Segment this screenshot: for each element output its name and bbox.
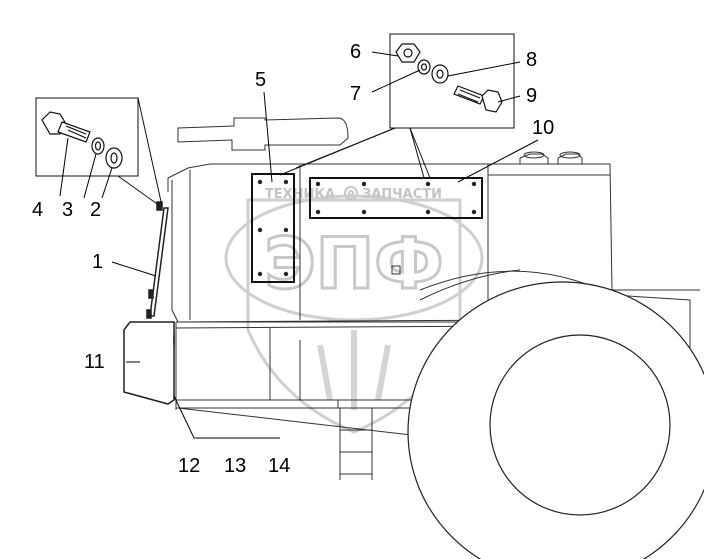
detail-box-right xyxy=(279,33,515,179)
nut-icon-part-6 xyxy=(395,43,421,63)
rim xyxy=(489,334,671,516)
callout-5: 5 xyxy=(255,69,267,91)
watermark-gear-icon xyxy=(344,186,358,200)
flat-washer-icon-part-2 xyxy=(105,147,123,169)
callout-7: 7 xyxy=(350,83,362,105)
leader-lines xyxy=(59,51,539,439)
callout-13: 13 xyxy=(224,455,247,477)
callout-4: 4 xyxy=(32,199,44,221)
callout-8: 8 xyxy=(526,49,538,71)
callout-12: 12 xyxy=(178,455,201,477)
watermark-text-right: ЗАПЧАСТИ xyxy=(362,187,442,202)
exhaust-pipe xyxy=(177,117,349,151)
front-panel xyxy=(171,180,610,323)
flat-washer-icon-part-8 xyxy=(431,64,449,84)
callout-3: 3 xyxy=(62,199,74,221)
battery-box-part-11 xyxy=(123,321,175,405)
roof-vents xyxy=(519,151,583,164)
bolt-icon-part-4 xyxy=(41,111,91,143)
callout-9: 9 xyxy=(526,85,538,107)
callout-1: 1 xyxy=(92,251,104,273)
detail-box-left xyxy=(35,97,163,207)
front-grille-part-1 xyxy=(146,201,169,319)
side-panel-part-5 xyxy=(251,173,295,283)
watermark-logo-text: ЭПФ xyxy=(264,223,443,305)
bolt-icon-part-9 xyxy=(453,85,503,113)
spring-washer-icon-part-3 xyxy=(91,137,105,155)
step-ladder xyxy=(337,400,373,480)
callout-2: 2 xyxy=(90,199,102,221)
callout-6: 6 xyxy=(350,41,362,63)
watermark-wheat-icon xyxy=(317,330,391,410)
rear-wheel xyxy=(407,281,704,559)
callout-14: 14 xyxy=(268,455,291,477)
watermark-oval xyxy=(224,194,484,322)
callout-11: 11 xyxy=(84,351,105,373)
spring-washer-icon-part-7 xyxy=(417,59,431,75)
callout-10: 10 xyxy=(532,117,555,139)
top-panel-part-10 xyxy=(309,177,483,219)
